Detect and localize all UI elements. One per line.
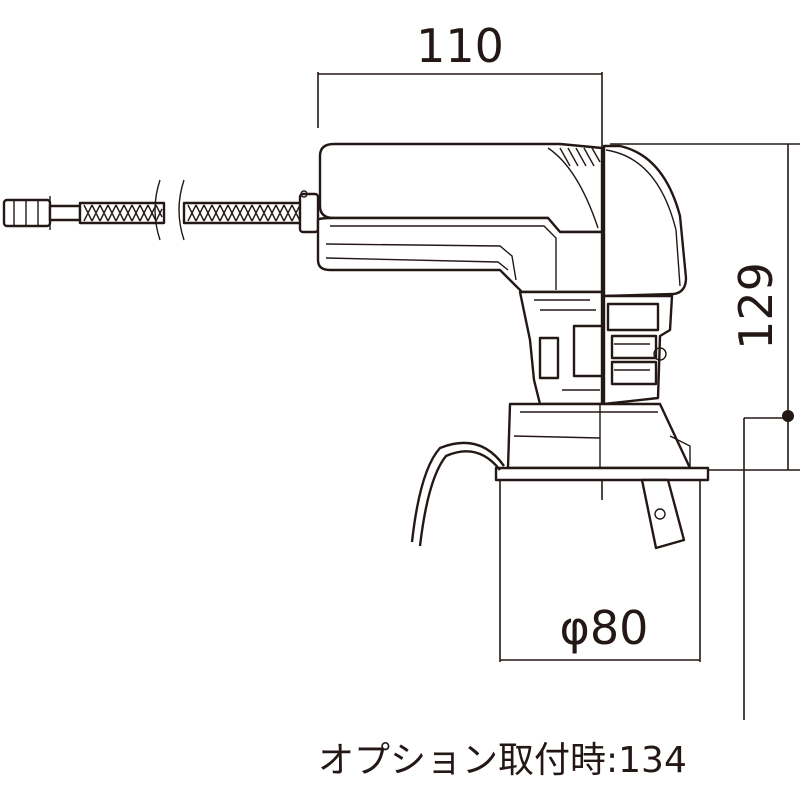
cable-connector: [2, 198, 52, 228]
downlight-body: [410, 402, 710, 550]
width-label: 110: [416, 19, 504, 73]
lamp-head: [602, 144, 688, 298]
mounting-mechanism: [518, 290, 674, 406]
option-mounting-note: オプション取付時:134: [318, 740, 687, 781]
cable-clamp: [298, 192, 320, 234]
ceiling-flange: [494, 466, 710, 482]
width-dimension: 110: [317, 19, 603, 500]
diameter-label: φ80: [560, 601, 649, 655]
spring-clip: [640, 478, 686, 550]
power-supply-housing: [316, 142, 604, 294]
dimension-dot: [782, 410, 794, 422]
option-dimension: [743, 417, 788, 720]
height-label: 129: [729, 262, 783, 350]
diameter-dimension: φ80: [499, 470, 701, 662]
power-cable: [2, 179, 320, 241]
height-dimension: 129: [610, 143, 800, 471]
